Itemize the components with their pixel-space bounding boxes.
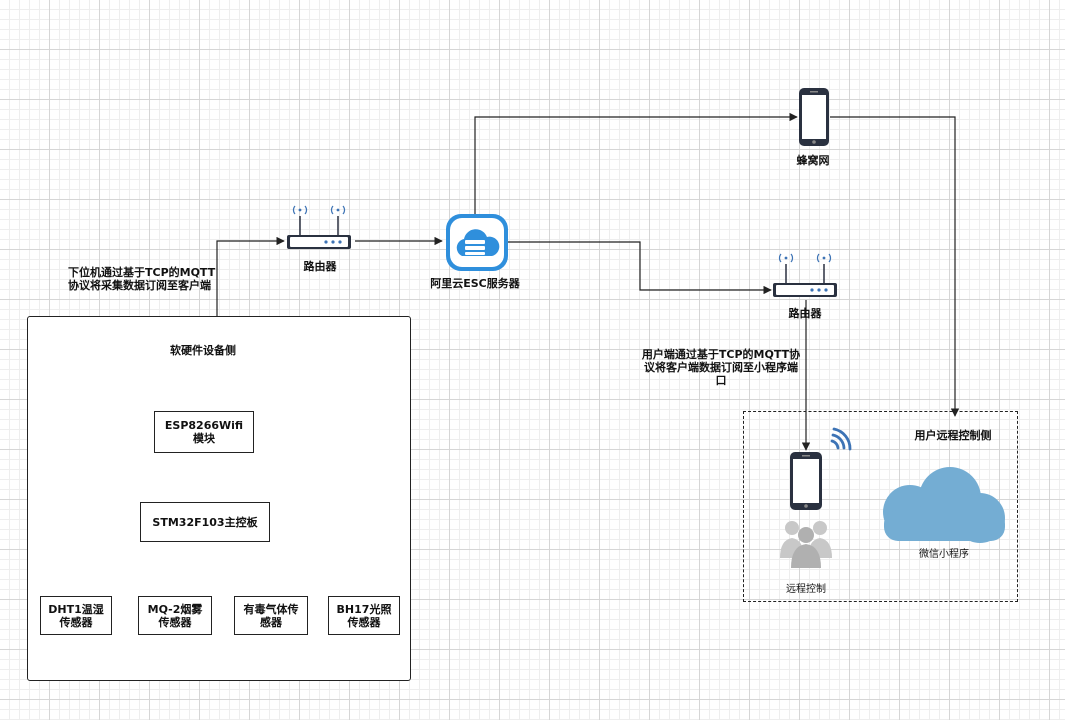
stm-board-label: STM32F103主控板	[152, 515, 258, 529]
upload-note-line1: 下位机通过基于TCP的MQTT	[68, 266, 216, 279]
sensor-dht-line2: 传感器	[59, 615, 93, 629]
server-label: 阿里云ESC服务器	[430, 277, 520, 290]
remote-control-label: 远程控制	[786, 584, 826, 595]
sensor-box-toxic-gas: 有毒气体传 感器	[234, 596, 308, 635]
upload-note: 下位机通过基于TCP的MQTT 协议将采集数据订阅至客户端	[68, 266, 215, 292]
cellular-phone-icon	[799, 88, 829, 146]
connector-server-to-cellular	[474, 112, 798, 214]
router-right-label: 路由器	[788, 307, 822, 320]
wifi-signal-icon	[830, 427, 852, 451]
sensor-mq2-line2: 传感器	[158, 615, 192, 629]
sensor-toxic-line2: 感器	[260, 615, 282, 629]
router-left-icon	[287, 205, 351, 249]
user-note-line1: 用户端通过基于TCP的MQTT协	[641, 348, 801, 361]
esp-module-line2: 模块	[192, 432, 215, 445]
device-side-title: 软硬件设备侧	[170, 344, 236, 357]
sensor-toxic-line1: 有毒气体传	[243, 602, 299, 616]
user-phone-icon	[790, 452, 822, 510]
connector-server-to-router-right	[508, 241, 772, 295]
stm-board-box: STM32F103主控板	[140, 502, 270, 542]
esp-module-line1: ESP8266Wifi	[164, 419, 244, 432]
upload-note-line2: 协议将采集数据订阅至客户端	[68, 279, 211, 292]
user-side-title: 用户远程控制侧	[914, 429, 992, 442]
miniprogram-cloud-icon	[883, 467, 1005, 543]
user-note-line2: 议将客户端数据订阅至小程序端	[644, 361, 798, 374]
sensor-bh17-line1: BH17光照	[336, 602, 392, 616]
user-side-container	[743, 411, 1018, 602]
sensor-box-dht: DHT1温湿 传感器	[40, 596, 112, 635]
sensor-mq2-line1: MQ-2烟雾	[147, 602, 203, 616]
esp-module-box: ESP8266Wifi 模块	[154, 411, 254, 453]
cellular-label: 蜂窝网	[796, 154, 830, 167]
router-right-icon	[773, 253, 837, 297]
sensor-box-mq2: MQ-2烟雾 传感器	[138, 596, 212, 635]
cloud-server-icon	[446, 214, 508, 271]
user-note-line3: 口	[715, 374, 727, 387]
miniprogram-label: 微信小程序	[919, 549, 969, 560]
connector-cellular-to-user-side	[830, 116, 960, 417]
user-note: 用户端通过基于TCP的MQTT协 议将客户端数据订阅至小程序端 口	[641, 348, 801, 387]
router-left-label: 路由器	[303, 260, 337, 273]
sensor-bh17-line2: 传感器	[347, 615, 381, 629]
users-group-icon	[780, 521, 832, 568]
sensor-dht-line1: DHT1温湿	[48, 602, 104, 616]
sensor-box-bh17: BH17光照 传感器	[328, 596, 400, 635]
connector-device-to-router	[216, 236, 285, 316]
